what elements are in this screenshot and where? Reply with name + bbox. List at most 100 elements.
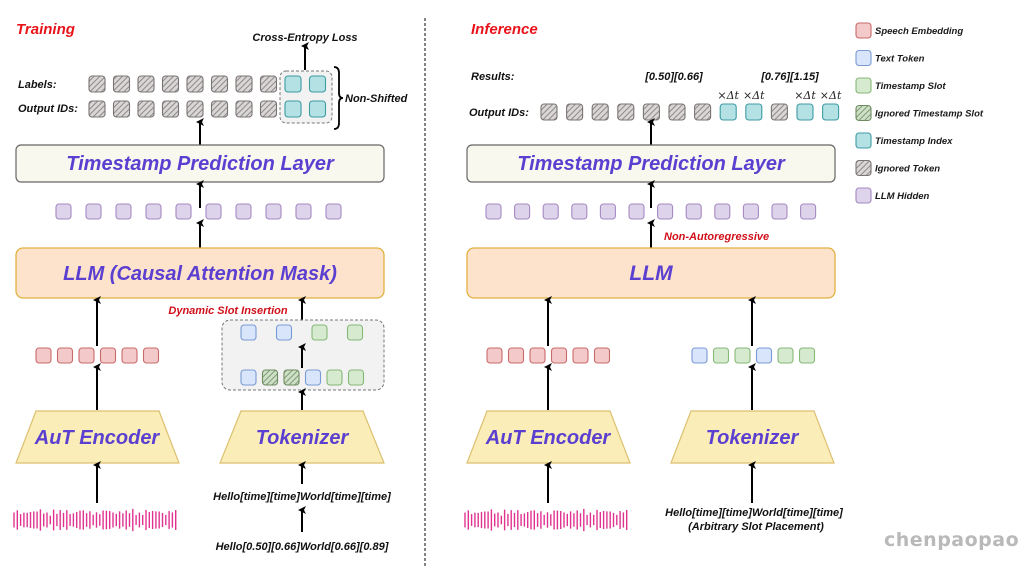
token-index [855, 132, 872, 149]
inference-aut-encoder-block [466, 410, 631, 464]
inference-aut-encoder-label: AuT Encoder [485, 427, 612, 449]
delta-t-multiplier: ×Δt [743, 89, 765, 102]
inference-title: Inference [471, 21, 538, 38]
inference-tpl-label: Timestamp Prediction Layer [517, 153, 786, 175]
token-text [691, 347, 708, 364]
result-value-1: [0.50][0.66] [644, 71, 703, 83]
inference-llm-hidden-row [485, 203, 817, 220]
token-ignored [668, 103, 686, 121]
token-ignored [566, 103, 584, 121]
token-ignored [259, 100, 278, 118]
token-ignored [210, 100, 229, 118]
legend-item: LLM Hidden [855, 187, 930, 204]
aut-encoder-block [15, 410, 180, 464]
token-ignored-slot [283, 369, 300, 386]
results-row-label: Results: [471, 71, 515, 83]
delta-t-multiplier: ×Δt [717, 89, 739, 102]
speech-embedding-row [35, 347, 160, 364]
audio-waveform [13, 508, 177, 532]
watermark: chenpaopao [884, 529, 1019, 551]
labels-row-label: Labels: [18, 79, 57, 91]
token-index [822, 103, 840, 121]
legend-label: Ignored Token [875, 164, 940, 175]
token-text [240, 324, 257, 341]
token-speech [550, 347, 568, 364]
token-index [284, 100, 302, 118]
token-hidden [295, 203, 312, 220]
token-ignored [770, 103, 788, 121]
token-hidden [55, 203, 72, 220]
token-speech [486, 347, 503, 364]
token-ignored [591, 103, 609, 121]
token-hidden [325, 203, 342, 220]
token-hidden [685, 203, 702, 220]
llm-hidden-token-row [55, 203, 342, 220]
legend-label: Timestamp Index [875, 136, 953, 147]
token-hidden [145, 203, 162, 220]
legend-label: LLM Hidden [875, 191, 930, 202]
token-index [308, 100, 327, 118]
legend-item: Ignored Timestamp Slot [855, 104, 984, 122]
inference-llm-block [466, 247, 836, 299]
source-timestamp-text: Hello[0.50][0.66]World[0.66][0.89] [216, 541, 389, 553]
token-text [755, 347, 773, 364]
token-hidden [855, 187, 872, 204]
delta-t-multiplier: ×Δt [794, 89, 816, 102]
token-ignored [617, 103, 635, 121]
labels-token-row [88, 75, 327, 93]
token-speech [593, 347, 611, 364]
token-slot [798, 347, 816, 364]
token-hidden [85, 203, 102, 220]
token-hidden [514, 203, 531, 220]
token-hidden [115, 203, 132, 220]
aut-encoder-label: AuT Encoder [34, 427, 161, 449]
arbitrary-slot-placement-note: (Arbitrary Slot Placement) [688, 521, 824, 533]
token-ignored [235, 100, 253, 118]
token-slot [777, 347, 794, 364]
token-hidden [771, 203, 788, 220]
llm-block [15, 247, 385, 299]
output-ids-row-label: Output IDs: [18, 103, 78, 115]
token-speech [35, 347, 52, 364]
legend-item: Speech Embedding [855, 22, 963, 39]
legend-label: Timestamp Slot [875, 81, 946, 92]
inference-text-token-row [691, 347, 816, 364]
token-ignored [112, 100, 131, 118]
token-text [275, 324, 293, 341]
token-text [240, 369, 257, 386]
token-ignored [259, 75, 278, 93]
token-slot [346, 324, 364, 341]
token-index [796, 103, 814, 121]
token-speech [855, 22, 872, 39]
token-hidden [714, 203, 731, 220]
token-speech [99, 347, 117, 364]
token-ignored-slot [855, 104, 872, 122]
token-speech [572, 347, 589, 364]
training-title: Training [16, 21, 75, 38]
inference-tokenizer-label: Tokenizer [706, 427, 800, 449]
token-hidden [205, 203, 222, 220]
non-shifted-label: Non-Shifted [345, 93, 408, 105]
token-ignored [137, 100, 155, 118]
token-hidden [628, 203, 645, 220]
dynamic-slot-insertion-label: Dynamic Slot Insertion [168, 305, 287, 317]
inference-speech-embedding-row [486, 347, 611, 364]
timestamp-prediction-layer-label: Timestamp Prediction Layer [66, 153, 335, 175]
inference-output-ids-label: Output IDs: [469, 107, 529, 119]
token-ignored [161, 100, 180, 118]
token-text [855, 49, 872, 67]
inference-tokenizer-block [670, 410, 835, 464]
token-hidden [485, 203, 502, 220]
token-ignored [855, 159, 872, 177]
token-ignored [186, 75, 204, 93]
token-slot [855, 77, 872, 94]
token-hidden [175, 203, 192, 220]
non-autoregressive-label: Non-Autoregressive [664, 231, 769, 243]
legend-item: Timestamp Index [855, 132, 953, 149]
token-index [719, 103, 737, 121]
delta-multipliers: ×Δt×Δt×Δt×Δt [717, 89, 842, 102]
token-hidden [599, 203, 616, 220]
token-ignored [88, 100, 106, 118]
token-hidden [657, 203, 674, 220]
